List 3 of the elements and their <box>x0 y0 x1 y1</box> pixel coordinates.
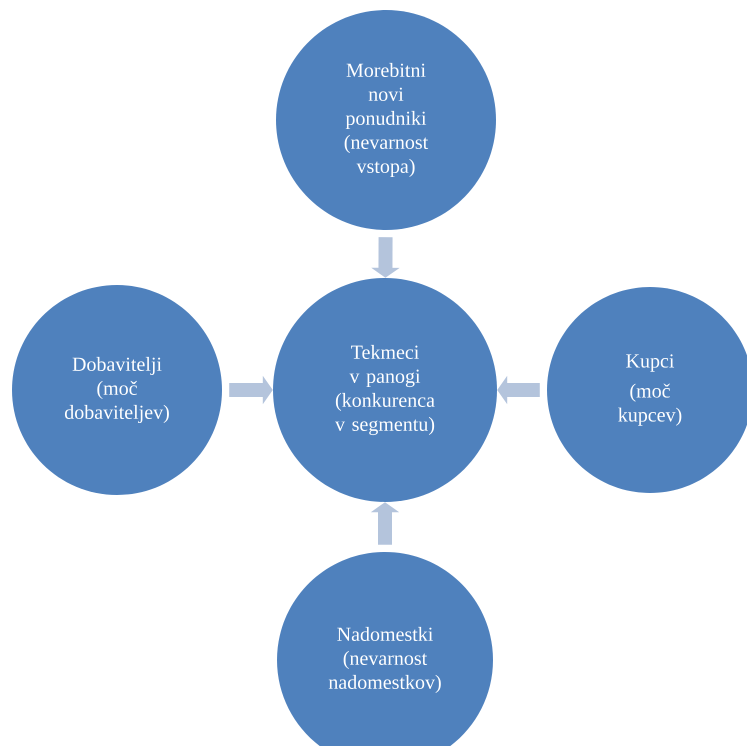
circle-node: Tekmeci v panogi (konkurenca v segmentu) <box>273 278 497 502</box>
circle-node: Morebitni novi ponudniki (nevarnost vstopa) <box>276 10 496 230</box>
circle-node: Dobavitelji (moč dobaviteljev) <box>12 285 222 495</box>
